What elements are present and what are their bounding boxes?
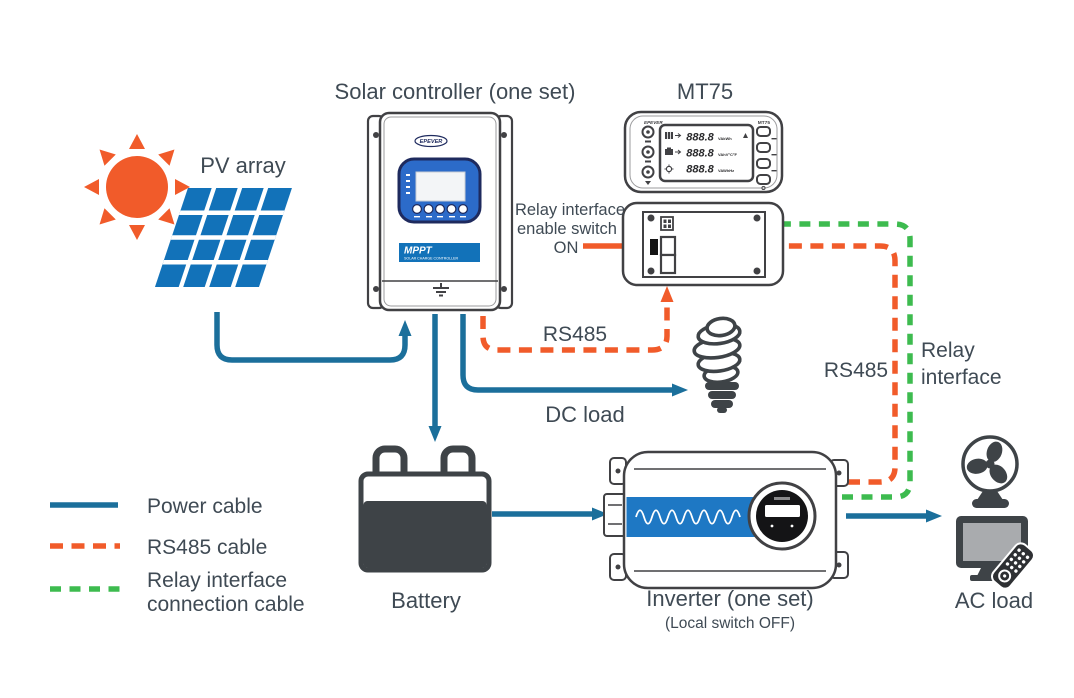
- screw-icon: [647, 267, 655, 275]
- ac-load-label: AC load: [955, 588, 1033, 613]
- power-symbol-icon: [761, 185, 766, 191]
- sine-wave-icon: [635, 509, 741, 525]
- relay-interface-cable-inverter-to-relay-box: [682, 217, 913, 500]
- relay-interface-label-line1: Relay: [921, 339, 975, 362]
- epever-logo: EPEVER: [414, 134, 448, 148]
- screw-icon: [753, 214, 761, 222]
- inverter-note-label: (Local switch OFF): [665, 615, 795, 632]
- diagram-labels: Solar controller (one set) MT75 PV array…: [200, 79, 1033, 632]
- lcd-unit: VAWhHz: [718, 168, 734, 173]
- fan-icon: [961, 435, 1019, 508]
- relay-connector-icon: [660, 216, 674, 231]
- lcd-screen: [415, 171, 466, 202]
- mt75-device: EPEVER MT75 888.8 VAkWh: [623, 110, 784, 194]
- mppt-band: MPPT SOLAR CHARGE CONTROLLER: [399, 243, 480, 262]
- screw-icon: [373, 286, 379, 292]
- rs485-label-mid: RS485: [543, 323, 607, 346]
- legend-relay-cable-label-line2: connection cable: [147, 593, 305, 616]
- lcd-value: 888.8: [686, 132, 714, 144]
- relay-enable-label-line1: Relay interface: [515, 201, 625, 219]
- mt75-lcd: 888.8 VAkWh 888.8 VAhV°C°F 888.8: [658, 123, 755, 183]
- screw-icon: [615, 564, 621, 570]
- screw-icon: [501, 132, 507, 138]
- rs485-cable-inverter-to-relay-box: [685, 239, 898, 485]
- inverter-device: [603, 450, 849, 590]
- legend: Power cable RS485 cable Relay interface …: [50, 495, 305, 616]
- relay-enable-label-line2: enable switch: [517, 220, 617, 238]
- relay-interface-box: [621, 201, 785, 287]
- rs485-port: [659, 235, 677, 257]
- relay-enable-switch: [650, 239, 658, 255]
- mppt-title: MPPT: [404, 246, 433, 257]
- lcd-row-load: 888.8 VAWhHz: [664, 164, 734, 176]
- solar-controller-title: Solar controller (one set): [335, 79, 576, 104]
- controller-display: [397, 157, 482, 224]
- lcd-unit: VAkWh: [718, 136, 732, 141]
- screw-icon: [373, 132, 379, 138]
- screw-icon: [836, 562, 842, 568]
- relay-interface-label-line2: interface: [921, 366, 1002, 389]
- screw-icon: [836, 470, 842, 476]
- pv-array-label: PV array: [200, 153, 286, 178]
- rs485-cable-controller-to-relay-box: [480, 286, 674, 353]
- rs485-label-right: RS485: [824, 359, 888, 382]
- legend-power-cable-label: Power cable: [147, 495, 263, 518]
- inverter-terminal-block: [603, 493, 627, 537]
- mppt-subtitle: SOLAR CHARGE CONTROLLER: [404, 257, 459, 261]
- inverter-display: [747, 481, 817, 551]
- sun-icon: [84, 134, 190, 240]
- mt75-title: MT75: [677, 79, 733, 104]
- cables: [214, 217, 942, 523]
- power-cable-controller-to-dc-load: [460, 314, 688, 397]
- ac-load-icons: [956, 435, 1035, 590]
- lcd-row-pv: 888.8 VAkWh: [665, 132, 748, 144]
- mt75-model-text: MT75: [758, 120, 771, 126]
- battery-icon: [358, 445, 492, 573]
- rs485-port: [659, 253, 677, 275]
- mt75-brand-text: EPEVER: [644, 120, 663, 125]
- dc-load-label: DC load: [545, 402, 624, 427]
- warning-icon: [743, 133, 748, 138]
- solar-controller-device: EPEVER MPPT SOLAR C: [366, 111, 514, 312]
- lcd-unit: VAhV°C°F: [718, 152, 737, 157]
- controller-buttons: [412, 204, 469, 218]
- ground-symbol-icon: [433, 283, 449, 297]
- lcd-value: 888.8: [686, 148, 714, 160]
- screw-icon: [615, 468, 621, 474]
- battery-label: Battery: [391, 588, 461, 613]
- legend-relay-cable-label-line1: Relay interface: [147, 569, 287, 592]
- dc-load-bulb-icon: [692, 316, 742, 413]
- pv-panel-icon: [154, 188, 292, 287]
- screw-icon: [753, 267, 761, 275]
- screw-icon: [501, 286, 507, 292]
- controller-brand-text: EPEVER: [420, 139, 443, 145]
- mt75-left-buttons: [641, 125, 655, 185]
- inverter-label: Inverter (one set): [646, 586, 814, 611]
- relay-enable-label-line3: ON: [554, 239, 579, 257]
- remote-icon: [991, 542, 1035, 590]
- lcd-value: 888.8: [686, 164, 714, 176]
- inverter-band: [626, 497, 760, 537]
- power-cable-pv-to-controller: [214, 312, 412, 363]
- screw-icon: [647, 214, 655, 222]
- mt75-right-buttons: [756, 126, 777, 191]
- lcd-row-battery: 888.8 VAhV°C°F: [665, 147, 737, 160]
- legend-rs485-cable-label: RS485 cable: [147, 536, 267, 559]
